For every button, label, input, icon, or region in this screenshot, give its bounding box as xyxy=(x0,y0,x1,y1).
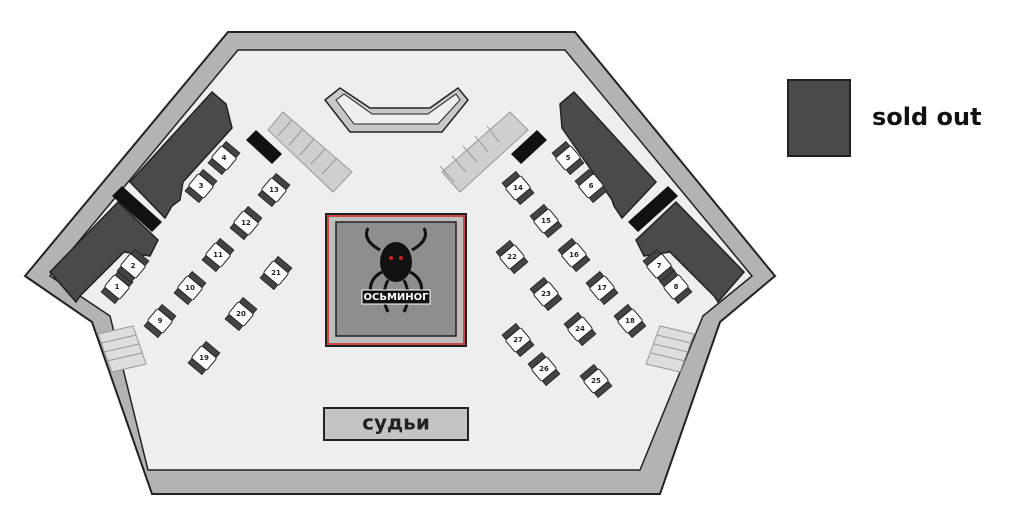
sold-out-sectors xyxy=(48,90,746,304)
table-21[interactable] xyxy=(263,260,289,286)
table-label-4: 4 xyxy=(222,154,227,162)
legend-label: sold out xyxy=(872,103,982,131)
table-label-24: 24 xyxy=(575,325,585,333)
table-14[interactable] xyxy=(505,175,531,201)
stairs-bottom-left xyxy=(97,325,147,373)
legend-swatch xyxy=(787,79,851,157)
table-11[interactable] xyxy=(205,242,231,268)
table-label-13: 13 xyxy=(269,186,279,194)
table-label-8: 8 xyxy=(674,283,679,291)
stairs-top-right xyxy=(439,111,529,193)
table-label-3: 3 xyxy=(199,182,204,190)
table-label-21: 21 xyxy=(271,269,281,277)
table-5[interactable] xyxy=(555,145,581,171)
table-label-12: 12 xyxy=(241,219,251,227)
table-2[interactable] xyxy=(120,253,146,279)
table-16[interactable] xyxy=(561,242,587,268)
table-label-5: 5 xyxy=(566,154,571,162)
table-label-23: 23 xyxy=(541,290,551,298)
table-25[interactable] xyxy=(583,368,609,394)
table-13[interactable] xyxy=(261,177,287,203)
table-23[interactable] xyxy=(533,281,559,307)
top-stage-inner xyxy=(335,93,461,125)
octopus-logo-icon: ОСЬМИНОГ xyxy=(361,227,431,313)
table-label-14: 14 xyxy=(513,184,523,192)
judges-label: судьи xyxy=(362,411,430,435)
table-12[interactable] xyxy=(233,210,259,236)
table-1[interactable] xyxy=(104,274,130,300)
logo-text: ОСЬМИНОГ xyxy=(363,292,429,303)
table-label-26: 26 xyxy=(539,365,549,373)
table-label-16: 16 xyxy=(569,251,579,259)
table-label-15: 15 xyxy=(541,217,551,225)
table-22[interactable] xyxy=(499,244,525,270)
table-label-2: 2 xyxy=(131,262,136,270)
table-label-20: 20 xyxy=(236,310,246,318)
table-15[interactable] xyxy=(533,208,559,234)
stairs-top-left xyxy=(267,111,353,193)
table-label-1: 1 xyxy=(115,283,120,291)
table-label-7: 7 xyxy=(657,262,662,270)
table-7[interactable] xyxy=(646,253,672,279)
boxing-ring: ОСЬМИНОГ xyxy=(325,213,467,347)
table-label-22: 22 xyxy=(507,253,517,261)
judges-box xyxy=(323,407,469,441)
table-label-27: 27 xyxy=(513,336,523,344)
table-label-11: 11 xyxy=(213,251,223,259)
table-19[interactable] xyxy=(191,345,217,371)
stairs-bottom-right xyxy=(645,325,695,373)
table-label-10: 10 xyxy=(185,284,195,292)
table-label-25: 25 xyxy=(591,377,601,385)
table-18[interactable] xyxy=(617,308,643,334)
table-24[interactable] xyxy=(567,316,593,342)
table-17[interactable] xyxy=(589,275,615,301)
table-label-9: 9 xyxy=(158,317,163,325)
table-27[interactable] xyxy=(505,327,531,353)
table-label-19: 19 xyxy=(199,354,209,362)
table-3[interactable] xyxy=(188,173,214,199)
divider-bars xyxy=(112,130,678,232)
table-label-18: 18 xyxy=(625,317,635,325)
table-26[interactable] xyxy=(531,356,557,382)
table-label-6: 6 xyxy=(589,182,594,190)
table-20[interactable] xyxy=(228,301,254,327)
table-9[interactable] xyxy=(147,308,173,334)
table-8[interactable] xyxy=(663,274,689,300)
table-4[interactable] xyxy=(211,145,237,171)
table-6[interactable] xyxy=(578,173,604,199)
table-label-17: 17 xyxy=(597,284,607,292)
table-10[interactable] xyxy=(177,275,203,301)
